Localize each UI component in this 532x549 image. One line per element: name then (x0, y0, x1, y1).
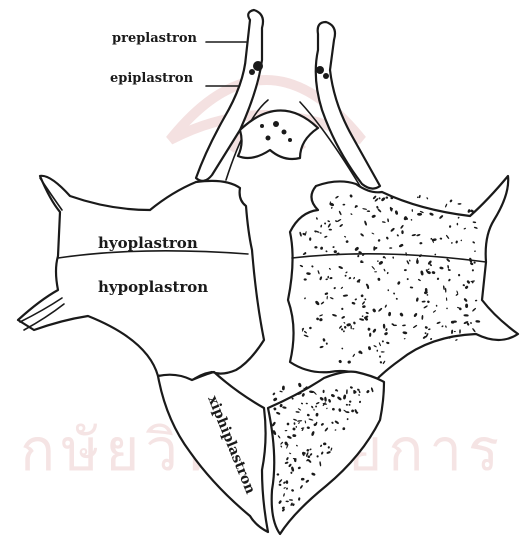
label-epiplastron: epiplastron (110, 71, 194, 86)
texture-speck (335, 389, 337, 391)
texture-speck (457, 203, 461, 205)
texture-speck (351, 325, 352, 329)
texture-speck (417, 196, 419, 198)
texture-speck (449, 199, 453, 203)
texture-speck (358, 351, 361, 354)
texture-speck (273, 397, 278, 402)
label-preplastron: preplastron (112, 31, 198, 46)
label-hyoplastron: hyoplastron (98, 234, 198, 252)
texture-speck (282, 386, 285, 391)
texture-speck (418, 195, 421, 199)
label-hypoplastron: hypoplastron (98, 278, 208, 296)
epiplastron-right (300, 22, 380, 189)
texture-speck (287, 423, 290, 426)
texture-speck (279, 390, 283, 392)
texture-speck (445, 203, 448, 207)
texture-speck (417, 213, 422, 216)
texture-speck (272, 392, 276, 396)
texture-speck (426, 197, 428, 200)
hyo-hypoplastron-right (288, 176, 518, 380)
texture-speck (352, 328, 354, 329)
texture-speck (290, 472, 292, 474)
texture-speck (467, 209, 471, 213)
texture-speck (393, 325, 397, 327)
texture-speck (298, 382, 302, 387)
texture-speck (455, 339, 458, 341)
